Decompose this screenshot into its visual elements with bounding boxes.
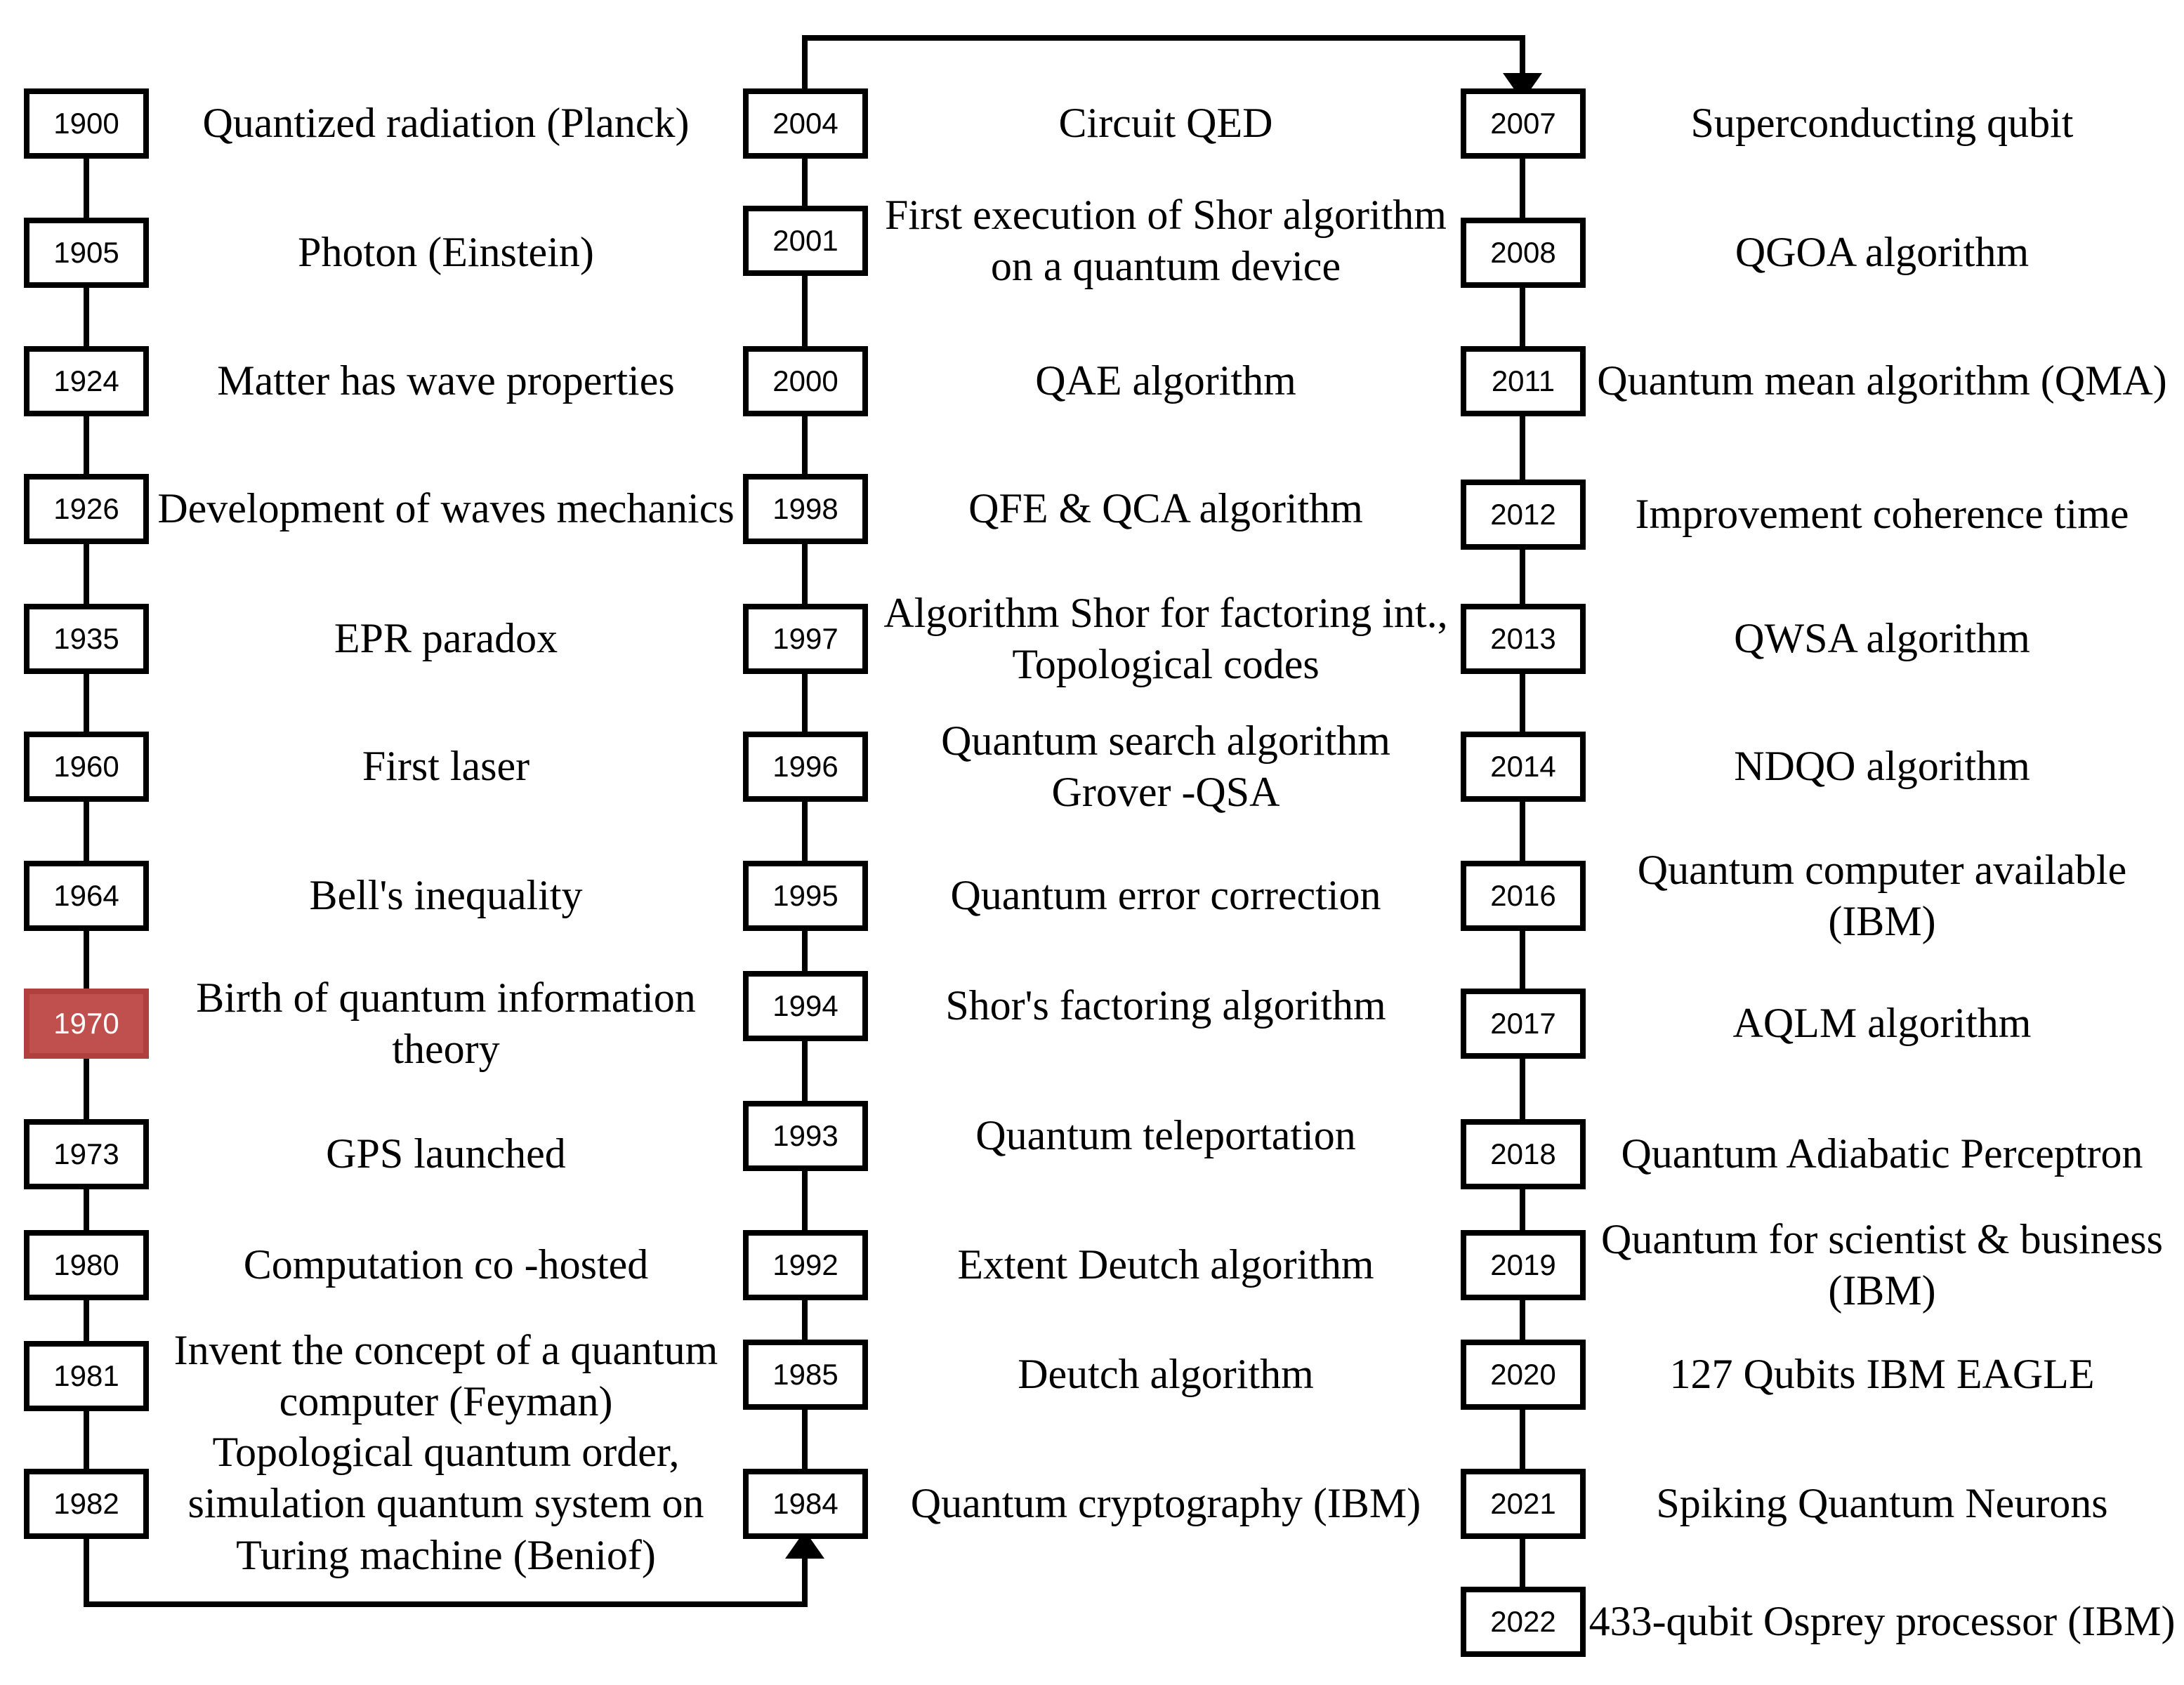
event-label-1985: Deutch algorithm bbox=[1018, 1351, 1314, 1398]
year-box-2008: 2008 bbox=[1461, 218, 1586, 288]
event-label-2021: Spiking Quantum Neurons bbox=[1656, 1480, 2108, 1527]
event-label-1964: Bell's inequality bbox=[309, 872, 583, 919]
year-box-2013: 2013 bbox=[1461, 604, 1586, 674]
event-label-2008: QGOA algorithm bbox=[1735, 229, 2030, 276]
event-label-2004: Circuit QED bbox=[1058, 100, 1273, 147]
event-label-2014: NDQO algorithm bbox=[1734, 743, 2030, 790]
top-connector-horizontal bbox=[802, 35, 1525, 41]
event-label-2012: Improvement coherence time bbox=[1635, 491, 2129, 538]
event-label-2017: AQLM algorithm bbox=[1732, 1000, 2032, 1047]
event-label-2013: QWSA algorithm bbox=[1734, 615, 2030, 662]
year-box-1996: 1996 bbox=[743, 732, 868, 802]
event-label-1905: Photon (Einstein) bbox=[298, 229, 594, 276]
year-box-1900: 1900 bbox=[24, 88, 149, 159]
top-connector-down bbox=[1520, 35, 1525, 77]
year-box-1924: 1924 bbox=[24, 346, 149, 416]
year-box-2021: 2021 bbox=[1461, 1469, 1586, 1539]
event-label-1982: Topological quantum order, simulation qu… bbox=[188, 1429, 704, 1578]
event-label-2019: Quantum for scientist & business (IBM) bbox=[1601, 1215, 2163, 1314]
event-label-1996: Quantum search algorithm Grover -QSA bbox=[941, 717, 1390, 815]
event-label-1998: QFE & QCA algorithm bbox=[968, 485, 1363, 532]
year-box-2017: 2017 bbox=[1461, 989, 1586, 1059]
year-box-2014: 2014 bbox=[1461, 732, 1586, 802]
event-label-1960: First laser bbox=[362, 743, 530, 790]
year-box-2022: 2022 bbox=[1461, 1587, 1586, 1657]
year-box-1997: 1997 bbox=[743, 604, 868, 674]
year-box-2016: 2016 bbox=[1461, 861, 1586, 931]
year-box-1984: 1984 bbox=[743, 1469, 868, 1539]
bottom-connector-down bbox=[84, 1541, 89, 1607]
year-box-1935: 1935 bbox=[24, 604, 149, 674]
event-label-1970: Birth of quantum information theory bbox=[196, 974, 696, 1072]
year-box-1905: 1905 bbox=[24, 218, 149, 288]
event-label-2000: QAE algorithm bbox=[1035, 357, 1296, 404]
event-label-1994: Shor's factoring algorithm bbox=[945, 982, 1386, 1029]
event-label-2011: Quantum mean algorithm (QMA) bbox=[1597, 357, 2167, 404]
year-box-1993: 1993 bbox=[743, 1101, 868, 1171]
bottom-connector-up bbox=[802, 1552, 808, 1607]
event-label-1997: Algorithm Shor for factoring int., Topol… bbox=[883, 589, 1448, 687]
year-box-1926: 1926 bbox=[24, 474, 149, 544]
year-box-2001: 2001 bbox=[743, 206, 868, 276]
event-label-2007: Superconducting qubit bbox=[1690, 100, 2074, 147]
year-box-2011: 2011 bbox=[1461, 346, 1586, 416]
event-label-1900: Quantized radiation (Planck) bbox=[202, 100, 690, 147]
event-label-1926: Development of waves mechanics bbox=[157, 485, 735, 532]
year-box-2000: 2000 bbox=[743, 346, 868, 416]
event-label-2001: First execution of Shor algorithm on a q… bbox=[885, 191, 1447, 289]
event-label-1935: EPR paradox bbox=[334, 615, 558, 662]
year-box-2007: 2007 bbox=[1461, 88, 1586, 159]
year-box-1980: 1980 bbox=[24, 1230, 149, 1300]
event-label-1984: Quantum cryptography (IBM) bbox=[910, 1480, 1421, 1527]
event-label-2020: 127 Qubits IBM EAGLE bbox=[1669, 1351, 2095, 1398]
year-box-2012: 2012 bbox=[1461, 480, 1586, 550]
year-box-1992: 1992 bbox=[743, 1230, 868, 1300]
event-label-1992: Extent Deutch algorithm bbox=[957, 1241, 1374, 1288]
year-box-1960: 1960 bbox=[24, 732, 149, 802]
event-label-2022: 433-qubit Osprey processor (IBM) bbox=[1588, 1598, 2176, 1645]
event-label-2018: Quantum Adiabatic Perceptron bbox=[1621, 1130, 2143, 1177]
year-box-1981: 1981 bbox=[24, 1341, 149, 1411]
year-box-1994: 1994 bbox=[743, 971, 868, 1041]
event-label-1973: GPS launched bbox=[326, 1130, 566, 1177]
event-label-1995: Quantum error correction bbox=[950, 872, 1381, 919]
middle-timeline-line bbox=[802, 154, 808, 1502]
event-label-1993: Quantum teleportation bbox=[975, 1112, 1356, 1159]
year-box-2019: 2019 bbox=[1461, 1230, 1586, 1300]
year-box-1964: 1964 bbox=[24, 861, 149, 931]
event-label-2016: Quantum computer available (IBM) bbox=[1637, 846, 2127, 944]
event-label-1980: Computation co -hosted bbox=[243, 1241, 649, 1288]
year-box-1970: 1970 bbox=[24, 989, 149, 1059]
year-box-1995: 1995 bbox=[743, 861, 868, 931]
bottom-connector-horizontal bbox=[84, 1601, 808, 1607]
event-label-1924: Matter has wave properties bbox=[217, 357, 675, 404]
year-box-1973: 1973 bbox=[24, 1119, 149, 1189]
year-box-1982: 1982 bbox=[24, 1469, 149, 1539]
year-box-2004: 2004 bbox=[743, 88, 868, 159]
year-box-1985: 1985 bbox=[743, 1340, 868, 1410]
year-box-1998: 1998 bbox=[743, 474, 868, 544]
top-connector-up bbox=[802, 35, 808, 91]
event-label-1981: Invent the concept of a quantum computer… bbox=[173, 1326, 718, 1425]
year-box-2018: 2018 bbox=[1461, 1119, 1586, 1189]
year-box-2020: 2020 bbox=[1461, 1340, 1586, 1410]
